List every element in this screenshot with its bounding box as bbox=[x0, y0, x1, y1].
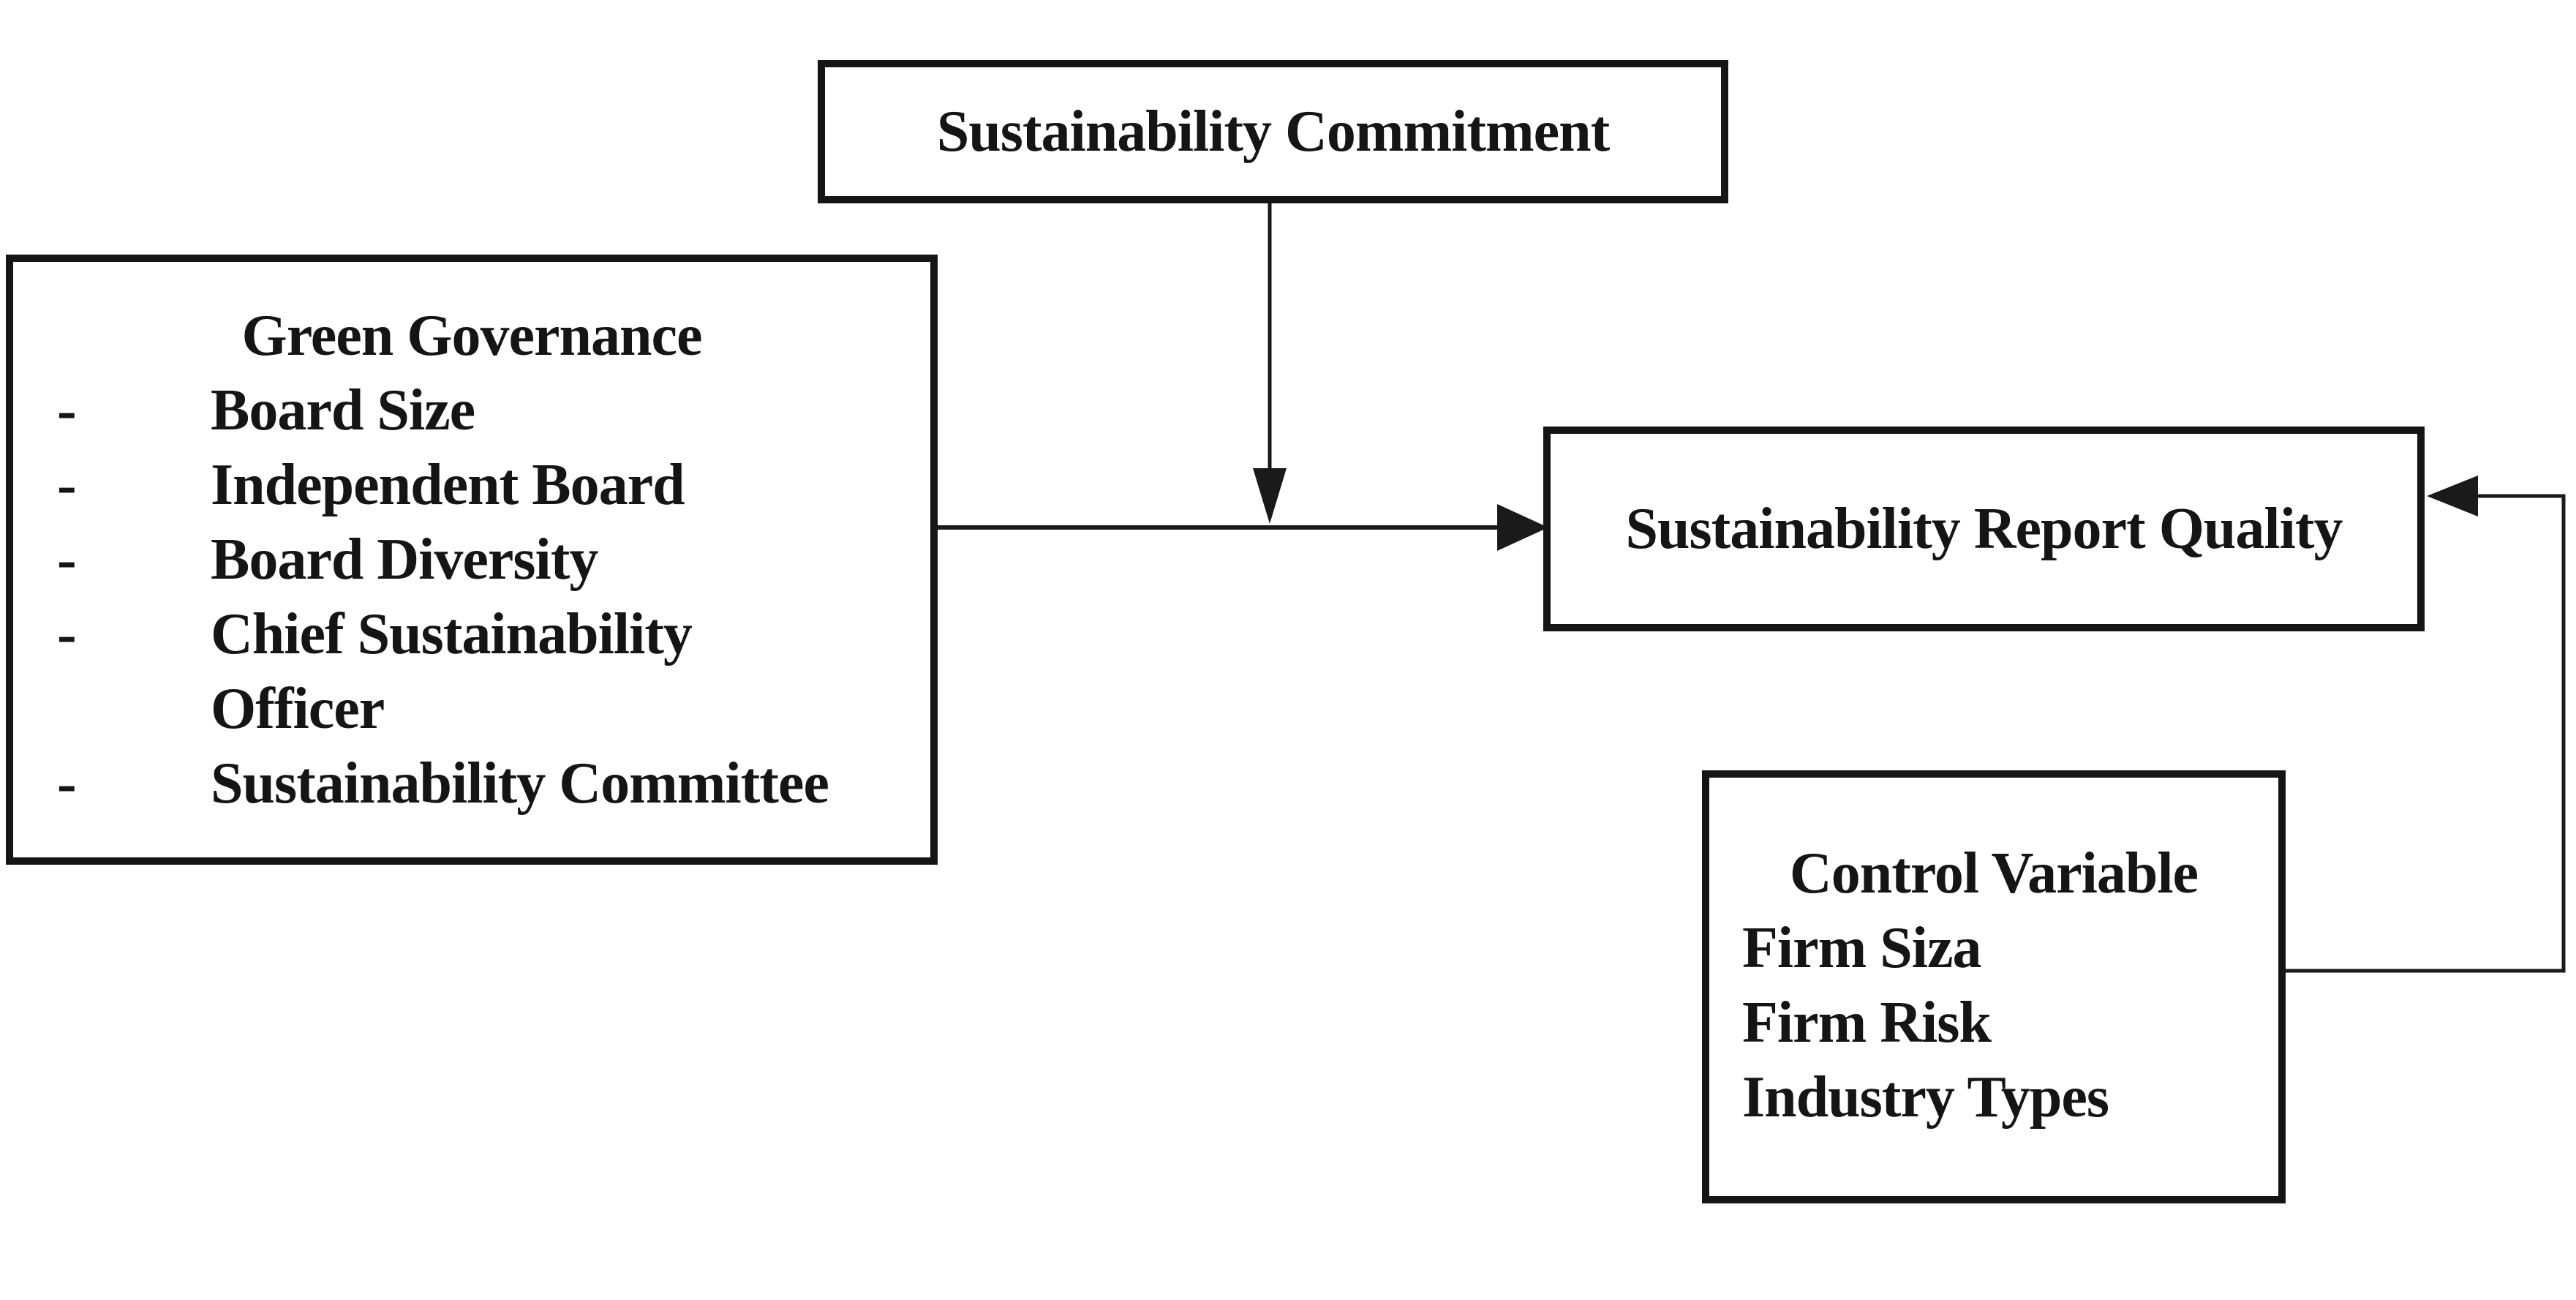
list-item: Firm Siza bbox=[1742, 916, 1981, 980]
main-effect-arrow bbox=[938, 504, 1548, 551]
dash-marker: - bbox=[57, 751, 77, 816]
list-item: Firm Risk bbox=[1742, 991, 1992, 1055]
list-item-label: Board Diversity bbox=[211, 527, 598, 592]
sustainability-report-quality-box: Sustainability Report Quality bbox=[1543, 427, 2425, 631]
dash-marker: - bbox=[57, 378, 77, 443]
arrowhead-down-icon bbox=[1253, 468, 1287, 524]
list-item: - Chief Sustainability Officer bbox=[13, 597, 930, 746]
green-governance-title: Green Governance bbox=[241, 304, 702, 368]
list-item-line: Chief Sustainability bbox=[211, 602, 693, 666]
green-governance-box: Green Governance - Board Size - Independ… bbox=[6, 255, 938, 865]
list-item-label: Independent Board bbox=[211, 453, 685, 517]
sustainability-commitment-box: Sustainability Commitment bbox=[818, 60, 1728, 203]
control-variable-arrow-line bbox=[2286, 494, 2566, 973]
list-item-label: Sustainability Committee bbox=[211, 751, 829, 816]
list-item-line: Officer bbox=[211, 677, 385, 741]
control-variable-box: Control Variable Firm Siza Firm Risk Ind… bbox=[1702, 770, 2286, 1203]
arrowhead-right-icon bbox=[1497, 504, 1548, 551]
list-item-label: Board Size bbox=[211, 378, 475, 443]
list-item-label: Chief Sustainability Officer bbox=[211, 597, 693, 746]
arrowhead-left-icon bbox=[2427, 476, 2478, 516]
list-item: - Independent Board bbox=[13, 448, 930, 522]
control-variable-arrow bbox=[2286, 476, 2566, 973]
list-item: - Board Diversity bbox=[13, 522, 930, 597]
dash-marker: - bbox=[57, 602, 77, 666]
dash-marker: - bbox=[57, 453, 77, 517]
list-item: Industry Types bbox=[1742, 1065, 2109, 1130]
control-variable-title: Control Variable bbox=[1789, 841, 2199, 906]
sustainability-commitment-label: Sustainability Commitment bbox=[936, 99, 1610, 164]
dash-marker: - bbox=[57, 527, 77, 592]
sustainability-report-quality-label: Sustainability Report Quality bbox=[1625, 496, 2343, 561]
list-item: - Board Size bbox=[13, 373, 930, 448]
list-item: - Sustainability Committee bbox=[13, 746, 930, 821]
moderation-arrow bbox=[1253, 203, 1287, 524]
